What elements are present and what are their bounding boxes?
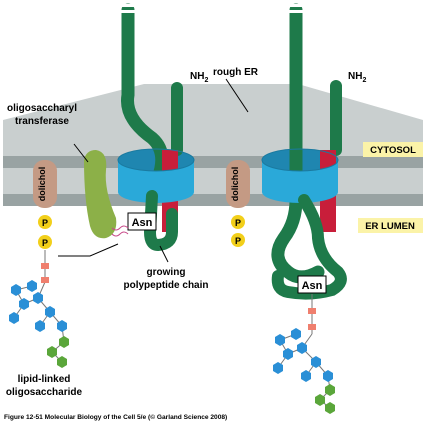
left-lumen-chain: [143, 190, 178, 252]
growing-chain-leader: [159, 245, 169, 263]
rough-er-label: rough ER: [213, 67, 259, 78]
mannose-unit: [283, 348, 293, 360]
right-oligosaccharide: [273, 294, 335, 414]
membrane-band-inner: [3, 194, 423, 206]
right-dolichol-lipid: [226, 160, 250, 208]
mannose-unit: [323, 370, 333, 382]
left-nh2-text: NH: [190, 71, 204, 82]
ost-label-line1: oligosaccharyl: [7, 103, 77, 114]
ost-leader-line: [73, 143, 89, 163]
mannose-unit: [273, 362, 283, 374]
transfer-arc: [111, 225, 129, 231]
chain-break-mark: [288, 10, 304, 13]
oligosaccharyl-transferase-enzyme: [84, 150, 117, 239]
left-channel-rim: [117, 148, 195, 172]
left-translocon-complex: [117, 3, 195, 252]
right-nh2-subscript: 2: [362, 77, 366, 84]
left-dolichol-label: dolichol: [37, 167, 47, 202]
growing-chain-label-line1: growing: [147, 267, 186, 278]
mannose-unit: [297, 342, 307, 354]
glcnac-unit: [41, 277, 49, 283]
mannose-unit: [291, 328, 301, 340]
left-oligosaccharide: [9, 250, 69, 368]
glucose-unit: [47, 346, 57, 358]
cytosol-label: CYTOSOL: [370, 145, 416, 156]
left-phosphate-2: [38, 235, 52, 249]
right-nh2-label: NH2: [348, 71, 366, 84]
glcnac-unit: [41, 263, 49, 269]
chain-break-mark: [120, 4, 136, 7]
membrane-core: [3, 168, 423, 194]
lipid-linked-label-line2: oligosaccharide: [6, 387, 83, 398]
mannose-unit: [45, 306, 55, 318]
chain-break-mark: [288, 4, 304, 7]
right-nh2-text: NH: [348, 71, 362, 82]
right-asn-box: [297, 275, 327, 294]
glcnac-unit: [308, 324, 316, 330]
mannose-unit: [301, 370, 311, 382]
glucose-unit: [57, 356, 67, 368]
left-phosphate-1: [38, 215, 52, 229]
glucose-unit: [315, 394, 325, 406]
left-channel-front: [118, 160, 194, 203]
right-lumen-loop: [271, 194, 347, 300]
left-phosphate-2-label: P: [42, 238, 48, 248]
glcnac-unit: [308, 308, 316, 314]
lipid-linked-pointer: [58, 243, 119, 257]
right-phosphate-1-label: P: [235, 218, 241, 228]
growing-chain-label-line2: polypeptide chain: [123, 280, 208, 291]
right-phosphate-2: [231, 233, 245, 247]
left-phosphate-1-label: P: [42, 218, 48, 228]
glucose-unit: [325, 384, 335, 396]
cytosol-label-bg: [363, 142, 423, 157]
left-asn-box: [127, 212, 157, 231]
left-incoming-polypeptide: [121, 3, 169, 185]
glucose-unit: [325, 402, 335, 414]
right-phosphate-2-label: P: [235, 236, 241, 246]
right-channel-front: [262, 160, 338, 203]
mannose-unit: [11, 284, 21, 296]
er-lumen-label-bg: [358, 218, 423, 233]
right-channel-rim: [261, 148, 339, 172]
figure-caption: Figure 12-51 Molecular Biology of the Ce…: [4, 413, 227, 421]
mannose-unit: [19, 298, 29, 310]
left-asn-label: Asn: [132, 217, 153, 229]
rough-er-leader-line: [225, 78, 249, 113]
mannose-unit: [33, 292, 43, 304]
glucose-unit: [59, 336, 69, 348]
er-membrane: [3, 84, 423, 206]
left-nh2-label: NH2: [190, 71, 208, 84]
right-dolichol-label: dolichol: [230, 167, 240, 202]
membrane-top-surface: [3, 84, 423, 156]
left-nh2-subscript: 2: [204, 77, 208, 84]
left-dolichol-lipid: [33, 160, 57, 208]
mannose-unit: [275, 334, 285, 346]
lipid-linked-label-line1: lipid-linked: [18, 374, 71, 385]
ost-label-line2: transferase: [15, 116, 69, 127]
mannose-unit: [35, 320, 45, 332]
chain-break-mark: [120, 10, 136, 13]
right-asn-label: Asn: [302, 280, 323, 292]
right-phosphate-1: [231, 215, 245, 229]
mannose-unit: [27, 280, 37, 292]
mannose-unit: [57, 320, 67, 332]
transfer-arc: [111, 231, 129, 237]
membrane-band-outer: [3, 156, 423, 168]
mannose-unit: [311, 356, 321, 368]
mannose-unit: [9, 312, 19, 324]
er-lumen-label: ER LUMEN: [365, 221, 415, 232]
